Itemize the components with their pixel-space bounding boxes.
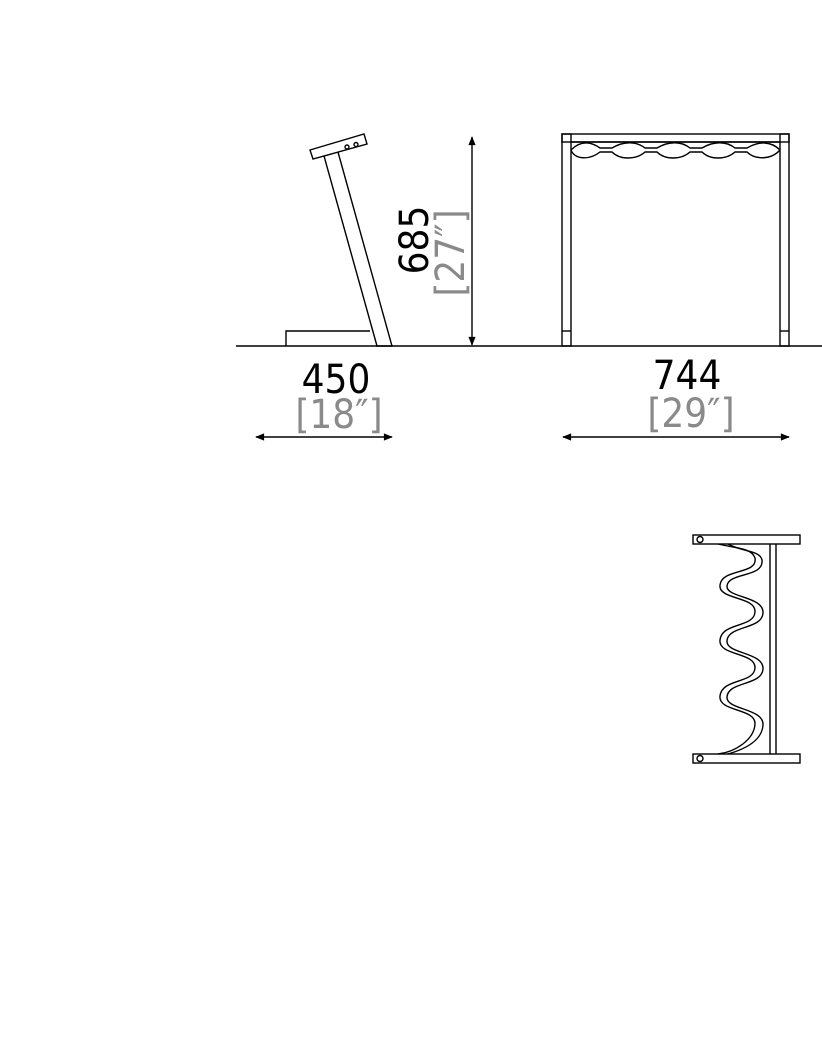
side-view [285, 133, 393, 347]
top-view-holder-profile [717, 543, 756, 755]
height-mm-label: 685 [392, 206, 438, 275]
top-view-bolt-hole [696, 535, 704, 544]
side-view-base-foot [285, 330, 370, 346]
width-inch-label: [29″] [647, 391, 734, 437]
depth-inch-label: [18″] [295, 392, 382, 438]
side-view-bolt-hole [353, 141, 359, 148]
top-view-upper-bracket [692, 534, 801, 545]
width-mm-label: 744 [653, 353, 722, 399]
side-view-post [323, 151, 393, 347]
side-view-top-bracket [309, 133, 368, 160]
front-view [561, 133, 790, 347]
top-view [692, 534, 801, 764]
front-view-right-leg [779, 133, 790, 347]
depth-mm-label: 450 [302, 357, 371, 403]
front-view-left-leg [561, 133, 572, 347]
top-view-bolt-hole [696, 754, 704, 763]
height-dimension-label: 685 [27″] [392, 206, 474, 297]
front-view-holder-profile [570, 142, 781, 151]
top-view-lower-bracket [692, 753, 801, 764]
height-inch-label: [27″] [428, 209, 474, 296]
side-view-bolt-hole [344, 144, 350, 150]
front-view-top-rail [561, 133, 790, 143]
